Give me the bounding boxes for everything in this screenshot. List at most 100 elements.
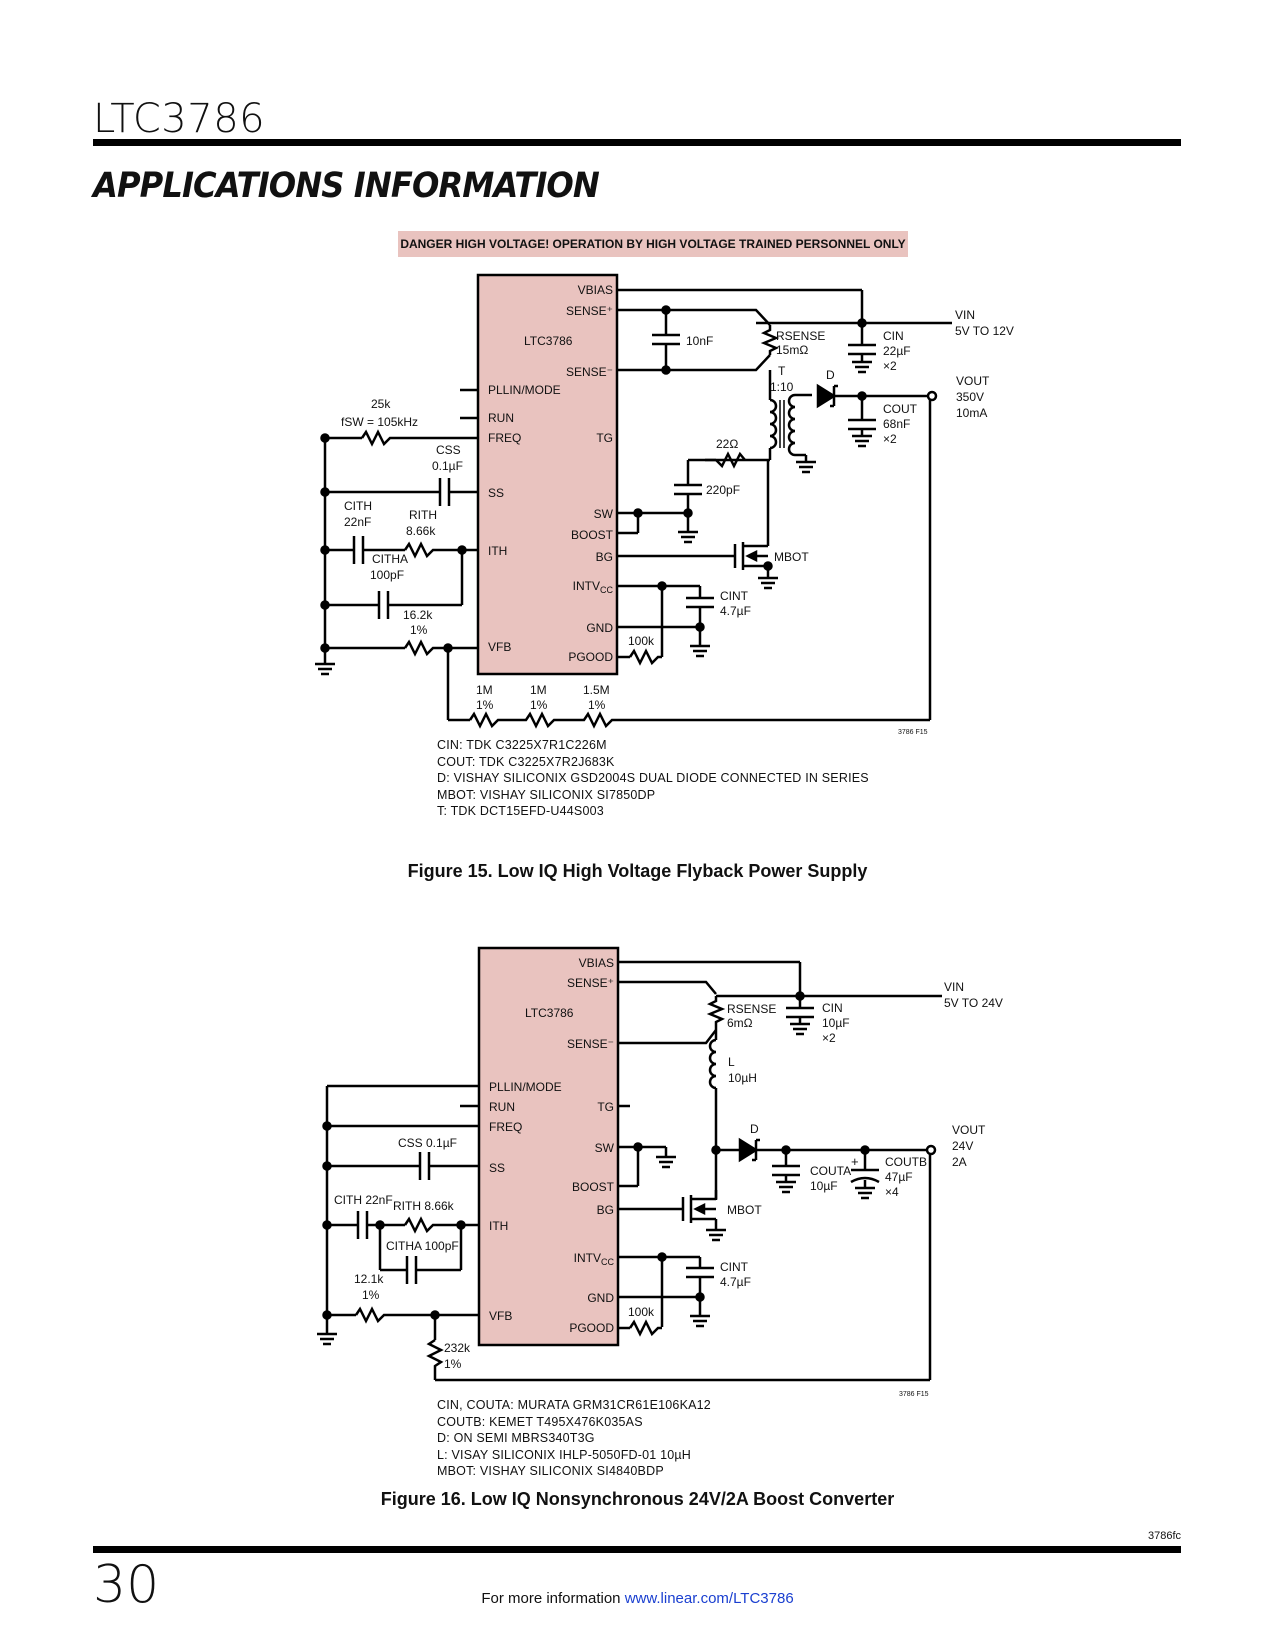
f15-r3-tol: 1%	[588, 698, 606, 712]
f15-t-ratio: 1:10	[770, 380, 794, 394]
svg-text:LTC3786: LTC3786	[524, 334, 573, 348]
svg-text:VFB: VFB	[489, 1309, 512, 1323]
f16-d: D	[750, 1122, 759, 1136]
f15-rith-val: 8.66k	[406, 524, 436, 538]
f15-rsense: RSENSE	[776, 329, 825, 343]
f16-r-pgood: 100k	[628, 1305, 655, 1319]
f15-d: D	[826, 368, 835, 382]
f15-vin: VIN	[955, 308, 975, 322]
svg-text:BG: BG	[596, 550, 613, 564]
f16-vin: VIN	[944, 980, 964, 994]
f16-citha: CITHA 100pF	[386, 1239, 459, 1253]
f16-coutb-val: 47µF	[885, 1170, 913, 1184]
f16-r-div-tol: 1%	[444, 1357, 462, 1371]
svg-text:SENSE⁻: SENSE⁻	[567, 1037, 614, 1051]
f16-cin-mult: ×2	[822, 1031, 836, 1045]
footer-rule	[93, 1546, 1181, 1553]
f16-r-div: 232k	[444, 1341, 471, 1355]
f15-iout: 10mA	[956, 406, 987, 420]
svg-text:SENSE⁻: SENSE⁻	[566, 365, 613, 379]
f16-vout: VOUT	[952, 1123, 986, 1137]
f16-note: D: ON SEMI MBRS340T3G	[437, 1431, 595, 1445]
f15-mbot: MBOT	[774, 550, 809, 564]
figure-15-caption: Figure 15. Low IQ High Voltage Flyback P…	[407, 861, 868, 881]
f16-cith: CITH 22nF	[334, 1193, 393, 1207]
svg-text:BG: BG	[597, 1203, 614, 1217]
svg-text:SS: SS	[488, 486, 504, 500]
footer-link[interactable]: www.linear.com/LTC3786	[624, 1590, 794, 1607]
f16-fig-id: 3786 F15	[899, 1391, 929, 1398]
f15-vout: VOUT	[956, 374, 990, 388]
svg-text:BOOST: BOOST	[572, 1180, 615, 1194]
f15-cin-val: 22µF	[883, 344, 911, 358]
f15-r2-tol: 1%	[530, 698, 548, 712]
f15-cith-val: 22nF	[344, 515, 371, 529]
f16-couta: COUTA	[810, 1164, 851, 1178]
f15-rsense-val: 15mΩ	[776, 343, 808, 357]
f15-r-snub: 22Ω	[716, 437, 738, 451]
svg-text:FREQ: FREQ	[488, 431, 521, 445]
f16-vout-val: 24V	[952, 1139, 973, 1153]
f16-couta-val: 10µF	[810, 1179, 838, 1193]
svg-text:GND: GND	[587, 1291, 614, 1305]
f16-note: CIN, COUTA: MURATA GRM31CR61E106KA12	[437, 1398, 711, 1412]
svg-text:ITH: ITH	[489, 1219, 508, 1233]
f16-coutb: COUTB	[885, 1155, 927, 1169]
f15-r-pgood: 100k	[628, 634, 655, 648]
f15-notes: CIN: TDK C3225X7R1C226M COUT: TDK C3225X…	[437, 737, 869, 820]
danger-warning: DANGER HIGH VOLTAGE! OPERATION BY HIGH V…	[398, 231, 908, 257]
svg-text:SENSE⁺: SENSE⁺	[567, 976, 614, 990]
f15-c-sense: 10nF	[686, 334, 713, 348]
f15-vout-val: 350V	[956, 390, 984, 404]
f15-r-vfb-tol: 1%	[410, 623, 428, 637]
svg-text:+: +	[851, 1154, 859, 1169]
f15-r2: 1M	[530, 683, 547, 697]
f15-cout-val: 68nF	[883, 417, 910, 431]
svg-text:BOOST: BOOST	[571, 528, 614, 542]
f16-r-vfb: 12.1k	[354, 1272, 384, 1286]
footer: For more information www.linear.com/LTC3…	[0, 1590, 1275, 1607]
f15-note: T: TDK DCT15EFD-U44S003	[437, 804, 604, 818]
f16-cint: CINT	[720, 1260, 749, 1274]
f15-citha-val: 100pF	[370, 568, 404, 582]
doc-id: 3786fc	[1147, 1530, 1181, 1542]
svg-text:SW: SW	[594, 507, 614, 521]
svg-text:VBIAS: VBIAS	[579, 956, 614, 970]
svg-text:RUN: RUN	[489, 1100, 515, 1114]
f15-r-freq: 25k	[371, 397, 391, 411]
f15-r-vfb: 16.2k	[403, 608, 433, 622]
f15-css: CSS	[436, 443, 461, 457]
f16-l: L	[728, 1055, 735, 1069]
f15-fsw: fSW = 105kHz	[341, 415, 418, 429]
svg-text:ITH: ITH	[488, 544, 507, 558]
svg-text:FREQ: FREQ	[489, 1120, 522, 1134]
f15-cout-mult: ×2	[883, 432, 897, 446]
f16-note: COUTB: KEMET T495X476K035AS	[437, 1414, 643, 1429]
section-title: APPLICATIONS INFORMATION	[93, 166, 600, 206]
f16-vin-range: 5V TO 24V	[944, 996, 1003, 1010]
ltc3786-chip-2	[477, 946, 620, 1347]
footer-prefix: For more information	[481, 1590, 625, 1607]
f15-note: CIN: TDK C3225X7R1C226M	[437, 738, 607, 752]
f15-note: MBOT: VISHAY SILICONIX SI7850DP	[437, 787, 656, 802]
f15-cith: CITH	[344, 499, 372, 513]
f16-coutb-mult: ×4	[885, 1185, 899, 1199]
f15-note: COUT: TDK C3225X7R2J683K	[437, 754, 615, 769]
f16-note: MBOT: VISHAY SILICONIX SI4840BDP	[437, 1464, 664, 1478]
page-number: 30	[93, 1555, 160, 1615]
f16-r-vfb-tol: 1%	[362, 1288, 380, 1302]
f15-vin-range: 5V TO 12V	[955, 324, 1014, 338]
f15-cint-val: 4.7µF	[720, 604, 751, 618]
ltc3786-chip	[476, 273, 619, 676]
svg-text:TG: TG	[596, 431, 613, 445]
f15-css-val: 0.1µF	[432, 459, 463, 473]
svg-text:PLLIN/MODE: PLLIN/MODE	[488, 383, 561, 397]
f15-r1: 1M	[476, 683, 493, 697]
f15-cint: CINT	[720, 589, 749, 603]
svg-text:LTC3786: LTC3786	[525, 1006, 574, 1020]
svg-text:PGOOD: PGOOD	[568, 650, 613, 664]
f16-notes: CIN, COUTA: MURATA GRM31CR61E106KA12 COU…	[437, 1397, 711, 1480]
f16-iout: 2A	[952, 1155, 967, 1169]
f16-cin-val: 10µF	[822, 1016, 850, 1030]
